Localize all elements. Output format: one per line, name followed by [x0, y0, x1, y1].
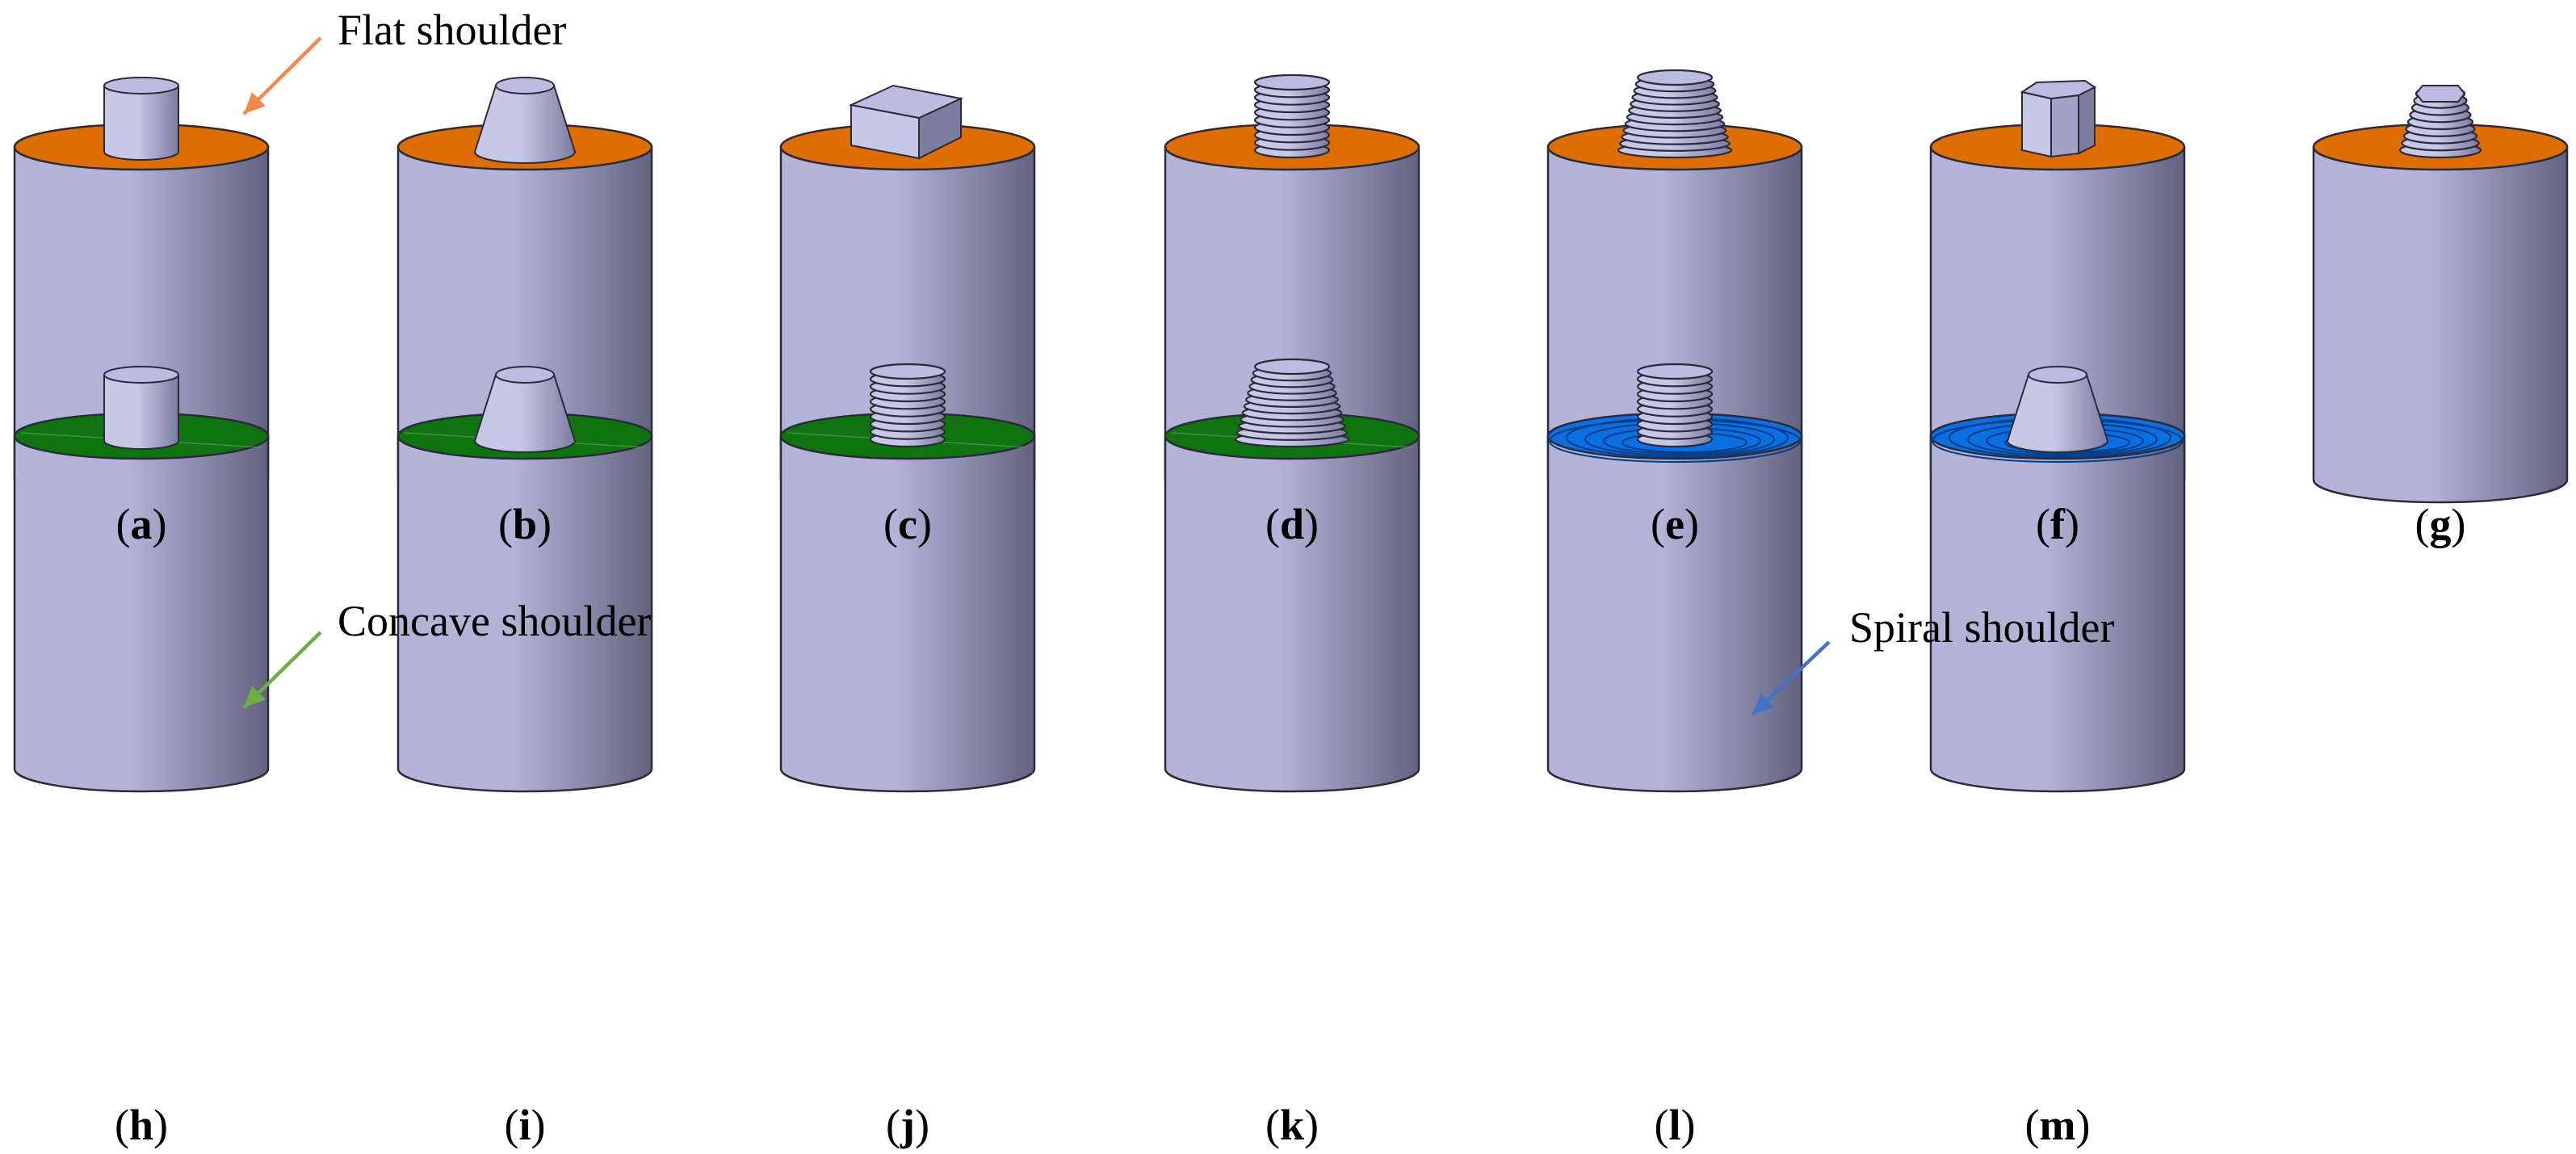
tool-a-label: (a) [116, 500, 167, 548]
tool-l-pin [1636, 363, 1714, 448]
tool-a-pin [103, 77, 179, 161]
concave-shoulder-arrow [242, 631, 322, 709]
tool-j [779, 363, 1036, 793]
tool-f-label: (f) [2036, 500, 2079, 548]
tool-m-pin [2006, 366, 2109, 453]
text-layer: Flat shoulder Concave shoulder Spiral sh… [115, 6, 2465, 1149]
tool-j-label: (j) [886, 1101, 929, 1149]
arrows-layer [242, 36, 1831, 716]
tool-i-body [396, 434, 653, 793]
tool-e [1546, 69, 1803, 504]
tool-k-pin [1234, 358, 1350, 448]
tool-d-label: (d) [1265, 500, 1319, 548]
tool-k-label: (k) [1265, 1101, 1319, 1149]
tool-h-label: (h) [115, 1101, 168, 1149]
flat-shoulder-arrow [242, 36, 322, 115]
tool-g [2312, 85, 2569, 504]
tool-g-body [2312, 145, 2569, 504]
tool-g-pin [2398, 85, 2482, 159]
tool-j-pin [869, 363, 946, 448]
tool-l-label: (l) [1655, 1101, 1696, 1149]
tool-l [1546, 363, 1803, 793]
tool-e-pin [1617, 69, 1733, 159]
tool-f [1929, 79, 2186, 504]
tools-layer [13, 69, 2569, 793]
tool-h-pin [103, 366, 179, 450]
tool-c-pin [848, 84, 964, 160]
spiral-shoulder-arrow [1751, 640, 1831, 716]
tool-e-label: (e) [1651, 500, 1699, 548]
tool-h [13, 366, 270, 793]
tool-k [1164, 358, 1420, 793]
tool-a [13, 77, 270, 504]
tool-b-pin [473, 77, 577, 164]
tool-m-label: (m) [2025, 1101, 2091, 1149]
tool-k-body [1164, 434, 1420, 793]
tool-c-label: (c) [883, 500, 932, 548]
tool-i [396, 366, 653, 793]
spiral-shoulder-annotation: Spiral shoulder [1849, 603, 2114, 652]
tool-l-body [1546, 434, 1803, 793]
tool-i-pin [473, 366, 577, 453]
flat-shoulder-annotation: Flat shoulder [338, 6, 566, 54]
tool-m-body [1929, 434, 2186, 793]
tool-g-label: (g) [2415, 500, 2466, 548]
tool-j-body [779, 434, 1036, 793]
tool-i-label: (i) [505, 1101, 546, 1149]
concave-shoulder-annotation: Concave shoulder [338, 597, 651, 645]
tool-b-label: (b) [498, 500, 552, 548]
tool-f-pin [2020, 79, 2096, 158]
tool-h-body [13, 434, 270, 793]
tool-d-pin [1253, 73, 1331, 159]
tool-m [1929, 366, 2186, 793]
